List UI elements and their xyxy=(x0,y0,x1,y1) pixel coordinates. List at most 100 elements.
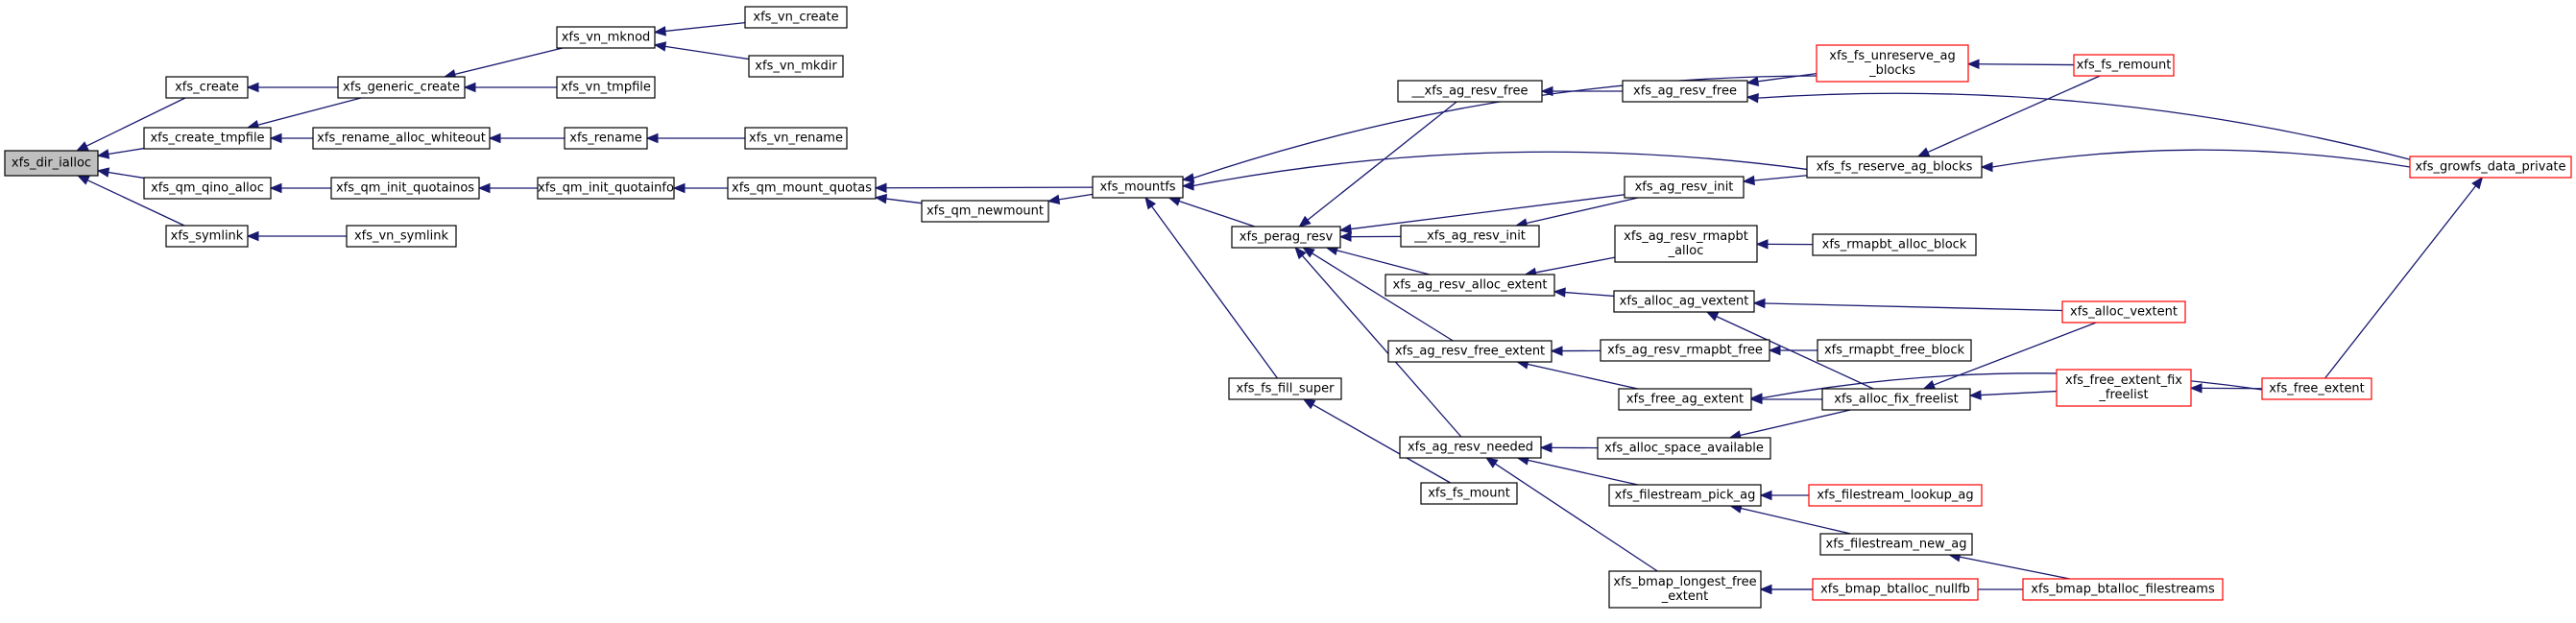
node-xfs-alloc-space-available[interactable]: xfs_alloc_space_available xyxy=(1597,437,1771,460)
node-xfs-generic-create[interactable]: xfs_generic_create xyxy=(337,76,466,99)
node-label: xfs_bmap_longest_free xyxy=(1613,575,1756,589)
node-xfs-filestream-new-ag[interactable]: xfs_filestream_new_ag xyxy=(1819,533,1973,556)
node-label: xfs_rename xyxy=(569,132,641,146)
node-xfs-ag-resv-rmapbt-free[interactable]: xfs_ag_resv_rmapbt_free xyxy=(1600,339,1770,362)
node-label: xfs_rmapbt_alloc_block xyxy=(1822,238,1967,252)
node-xfs-ag-resv-rmapbt-alloc[interactable]: xfs_ag_resv_rmapbt_alloc xyxy=(1614,225,1758,263)
node-label: _alloc xyxy=(1668,244,1704,258)
node-label: xfs_create xyxy=(175,81,239,95)
node-xfs-filestream-lookup-ag[interactable]: xfs_filestream_lookup_ag xyxy=(1808,484,1983,507)
node-xfs-free-ag-extent[interactable]: xfs_free_ag_extent xyxy=(1618,388,1752,411)
node-xfs-perag-resv[interactable]: xfs_perag_resv xyxy=(1231,226,1341,249)
node-xfs-ag-resv-free[interactable]: xfs_ag_resv_free xyxy=(1622,80,1748,103)
node-label: xfs_mountfs xyxy=(1099,180,1175,195)
edge-xfs_fs_unreserve_ag_blocks-to-xfs_ag_resv_free xyxy=(1745,72,1818,86)
node-xfs-fs-mount[interactable]: xfs_fs_mount xyxy=(1420,482,1518,505)
node-label: xfs_ag_resv_alloc_extent xyxy=(1393,278,1548,293)
node-xfs-symlink[interactable]: xfs_symlink xyxy=(165,225,249,248)
node-label: xfs_qm_mount_quotas xyxy=(732,181,872,196)
edge-xfs_fs_reserve_ag_blocks-to-xfs_mountfs xyxy=(1181,151,1808,191)
node-xfs-vn-symlink[interactable]: xfs_vn_symlink xyxy=(346,225,457,248)
node---xfs-ag-resv-init[interactable]: __xfs_ag_resv_init xyxy=(1400,225,1540,248)
edge-xfs_qm_newmount-to-xfs_qm_mount_quotas xyxy=(874,193,923,204)
node-xfs-rmapbt-alloc-block[interactable]: xfs_rmapbt_alloc_block xyxy=(1812,233,1977,256)
node-xfs-alloc-vextent[interactable]: xfs_alloc_vextent xyxy=(2061,300,2186,323)
node-xfs-ag-resv-free-extent[interactable]: xfs_ag_resv_free_extent xyxy=(1387,340,1553,363)
node-xfs-vn-tmpfile[interactable]: xfs_vn_tmpfile xyxy=(556,76,656,99)
node-xfs-vn-rename[interactable]: xfs_vn_rename xyxy=(744,127,848,150)
edge-xfs_qm_qino_alloc-to-xfs_dir_ialloc xyxy=(96,167,145,180)
edge-xfs_alloc_ag_vextent-to-xfs_ag_resv_alloc_extent xyxy=(1553,287,1615,298)
node-label: xfs_vn_create xyxy=(753,11,838,25)
node-xfs-qm-init-quotainfo[interactable]: xfs_qm_init_quotainfo xyxy=(537,177,675,200)
node-label: xfs_rename_alloc_whiteout xyxy=(317,132,486,146)
node-xfs-rmapbt-free-block[interactable]: xfs_rmapbt_free_block xyxy=(1817,339,1972,362)
node-xfs-filestream-pick-ag[interactable]: xfs_filestream_pick_ag xyxy=(1608,484,1762,507)
node-xfs-qm-qino-alloc[interactable]: xfs_qm_qino_alloc xyxy=(143,177,272,200)
node-xfs-mountfs[interactable]: xfs_mountfs xyxy=(1092,176,1184,199)
edge-xfs_free_extent-to-xfs_free_extent_fix_freelist xyxy=(2189,383,2263,394)
node-xfs-qm-init-quotainos[interactable]: xfs_qm_init_quotainos xyxy=(330,177,480,200)
node-xfs-fs-remount[interactable]: xfs_fs_remount xyxy=(2073,54,2175,77)
edge-xfs_vn_mkdir-to-xfs_vn_mknod xyxy=(653,41,750,60)
node-label: __xfs_ag_resv_init xyxy=(1413,229,1526,244)
edge-xfs_vn_tmpfile-to-xfs_generic_create xyxy=(463,82,557,93)
edge-__xfs_ag_resv_init-to-xfs_perag_resv xyxy=(1338,231,1402,242)
node-xfs-bmap-btalloc-filestreams[interactable]: xfs_bmap_btalloc_filestreams xyxy=(2022,578,2224,601)
edge-xfs_alloc_space_available-to-xfs_ag_resv_needed xyxy=(1539,443,1599,453)
node-xfs-alloc-ag-vextent[interactable]: xfs_alloc_ag_vextent xyxy=(1613,290,1755,313)
edge-xfs_filestream_lookup_ag-to-xfs_filestream_pick_ag xyxy=(1759,490,1810,501)
node-xfs-vn-mkdir[interactable]: xfs_vn_mkdir xyxy=(748,55,844,78)
edge-xfs_vn_create-to-xfs_vn_mknod xyxy=(653,21,746,36)
edge-xfs_perag_resv-to-xfs_mountfs xyxy=(1168,196,1256,228)
node-label: xfs_alloc_ag_vextent xyxy=(1620,295,1749,309)
node-xfs-create-tmpfile[interactable]: xfs_create_tmpfile xyxy=(143,127,272,150)
node-xfs-rename-alloc-whiteout[interactable]: xfs_rename_alloc_whiteout xyxy=(312,127,491,150)
edge-xfs_fs_reserve_ag_blocks-to-xfs_ag_resv_init xyxy=(1742,175,1808,186)
node-label: xfs_bmap_btalloc_filestreams xyxy=(2031,583,2215,597)
node-label: xfs_fs_mount xyxy=(1428,487,1510,501)
node-xfs-fs-fill-super[interactable]: xfs_fs_fill_super xyxy=(1228,377,1342,400)
node-label: xfs_alloc_vextent xyxy=(2070,305,2178,320)
node-xfs-qm-mount-quotas[interactable]: xfs_qm_mount_quotas xyxy=(727,177,877,200)
edge-xfs_bmap_longest_free_extent-to-xfs_ag_resv_needed xyxy=(1485,457,1658,572)
node-xfs-growfs-data-private[interactable]: xfs_growfs_data_private xyxy=(2409,156,2572,179)
node-xfs-free-extent[interactable]: xfs_free_extent xyxy=(2261,377,2372,400)
node-label: xfs_growfs_data_private xyxy=(2415,160,2565,175)
node-label: xfs_vn_symlink xyxy=(354,229,449,244)
node-label: _extent xyxy=(1661,589,1708,604)
edge-xfs_free_ag_extent-to-xfs_ag_resv_free_extent xyxy=(1515,359,1638,390)
edge-__xfs_ag_resv_free-to-xfs_perag_resv xyxy=(1298,101,1457,228)
edge-xfs_growfs_data_private-to-xfs_ag_resv_free xyxy=(1745,92,2411,160)
edge-xfs_ag_resv_needed-to-xfs_perag_resv xyxy=(1294,247,1462,438)
edges-layer xyxy=(75,21,2484,595)
edge-xfs_qm_init_quotainfo-to-xfs_qm_init_quotainos xyxy=(477,182,538,194)
node-xfs-bmap-btalloc-nullfb[interactable]: xfs_bmap_btalloc_nullfb xyxy=(1812,578,1979,601)
node-label: xfs_free_extent_fix xyxy=(2065,373,2182,388)
edge-xfs_free_extent_fix_freelist-to-xfs_alloc_fix_freelist xyxy=(1968,390,2058,400)
node-xfs-vn-create[interactable]: xfs_vn_create xyxy=(744,6,848,29)
node-xfs-ag-resv-init[interactable]: xfs_ag_resv_init xyxy=(1624,176,1745,199)
node---xfs-ag-resv-free[interactable]: __xfs_ag_resv_free xyxy=(1397,80,1543,103)
node-xfs-create[interactable]: xfs_create xyxy=(165,76,249,99)
node-xfs-bmap-longest-free-extent[interactable]: xfs_bmap_longest_free_extent xyxy=(1608,570,1762,609)
node-xfs-rename[interactable]: xfs_rename xyxy=(564,127,648,150)
node-label: xfs_qm_init_quotainos xyxy=(336,181,474,196)
edge-xfs_ag_resv_init-to-xfs_perag_resv xyxy=(1338,194,1625,234)
node-xfs-alloc-fix-freelist[interactable]: xfs_alloc_fix_freelist xyxy=(1821,388,1971,411)
node-xfs-ag-resv-needed[interactable]: xfs_ag_resv_needed xyxy=(1399,436,1542,459)
node-xfs-free-extent-fix-freelist[interactable]: xfs_free_extent_fix_freelist xyxy=(2056,369,2192,407)
node-xfs-vn-mknod[interactable]: xfs_vn_mknod xyxy=(556,26,656,49)
node-xfs-ag-resv-alloc-extent[interactable]: xfs_ag_resv_alloc_extent xyxy=(1384,274,1555,297)
node-xfs-fs-reserve-ag-blocks[interactable]: xfs_fs_reserve_ag_blocks xyxy=(1806,156,1983,179)
node-label: xfs_free_extent xyxy=(2269,382,2365,396)
edge-xfs_alloc_fix_freelist-to-xfs_alloc_space_available xyxy=(1728,409,1851,441)
node-label: xfs_ag_resv_rmapbt xyxy=(1624,229,1748,244)
node-xfs-fs-unreserve-ag-blocks[interactable]: xfs_fs_unreserve_ag_blocks xyxy=(1816,44,1969,83)
node-xfs-dir-ialloc[interactable]: xfs_dir_ialloc xyxy=(4,150,99,177)
node-xfs-qm-newmount[interactable]: xfs_qm_newmount xyxy=(921,200,1049,223)
edge-xfs_ag_resv_init-to-__xfs_ag_resv_init xyxy=(1514,197,1639,228)
node-label: xfs_ag_resv_init xyxy=(1635,180,1734,195)
node-label: xfs_qm_qino_alloc xyxy=(151,181,264,196)
